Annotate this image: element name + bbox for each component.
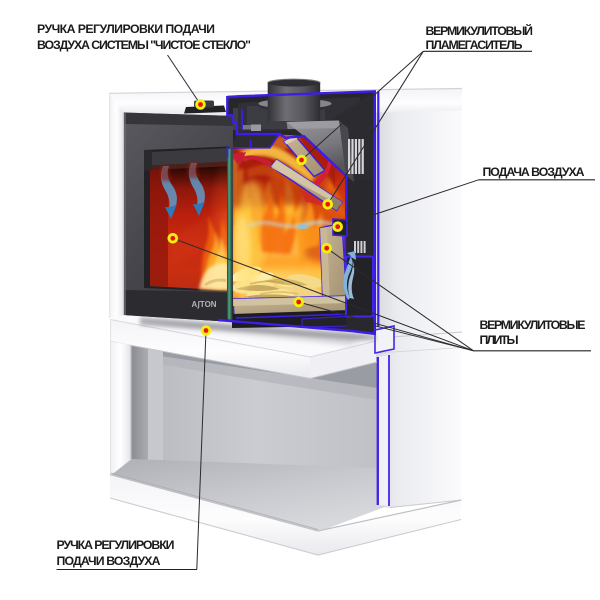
svg-text:ПЛИТЫ: ПЛИТЫ	[480, 333, 519, 347]
svg-text:ПОДАЧИ ВОЗДУХА: ПОДАЧИ ВОЗДУХА	[57, 554, 161, 568]
svg-text:ВЕРМИКУЛИТОВЫЙ: ВЕРМИКУЛИТОВЫЙ	[426, 23, 534, 38]
svg-text:ПЛАМЕГАСИТЕЛЬ: ПЛАМЕГАСИТЕЛЬ	[426, 38, 523, 52]
svg-text:ВОЗДУХА СИСТЕМЫ "ЧИСТОЕ СТЕКЛО: ВОЗДУХА СИСТЕМЫ "ЧИСТОЕ СТЕКЛО"	[37, 38, 251, 52]
svg-text:AʃTON: AʃTON	[192, 300, 217, 309]
svg-text:РУЧКА РЕГУЛИРОВКИ ПОДАЧИ: РУЧКА РЕГУЛИРОВКИ ПОДАЧИ	[37, 22, 215, 36]
svg-text:ПОДАЧА ВОЗДУХА: ПОДАЧА ВОЗДУХА	[483, 165, 585, 179]
svg-text:РУЧКА РЕГУЛИРОВКИ: РУЧКА РЕГУЛИРОВКИ	[57, 538, 175, 552]
svg-text:ВЕРМИКУЛИТОВЫЕ: ВЕРМИКУЛИТОВЫЕ	[480, 318, 586, 332]
